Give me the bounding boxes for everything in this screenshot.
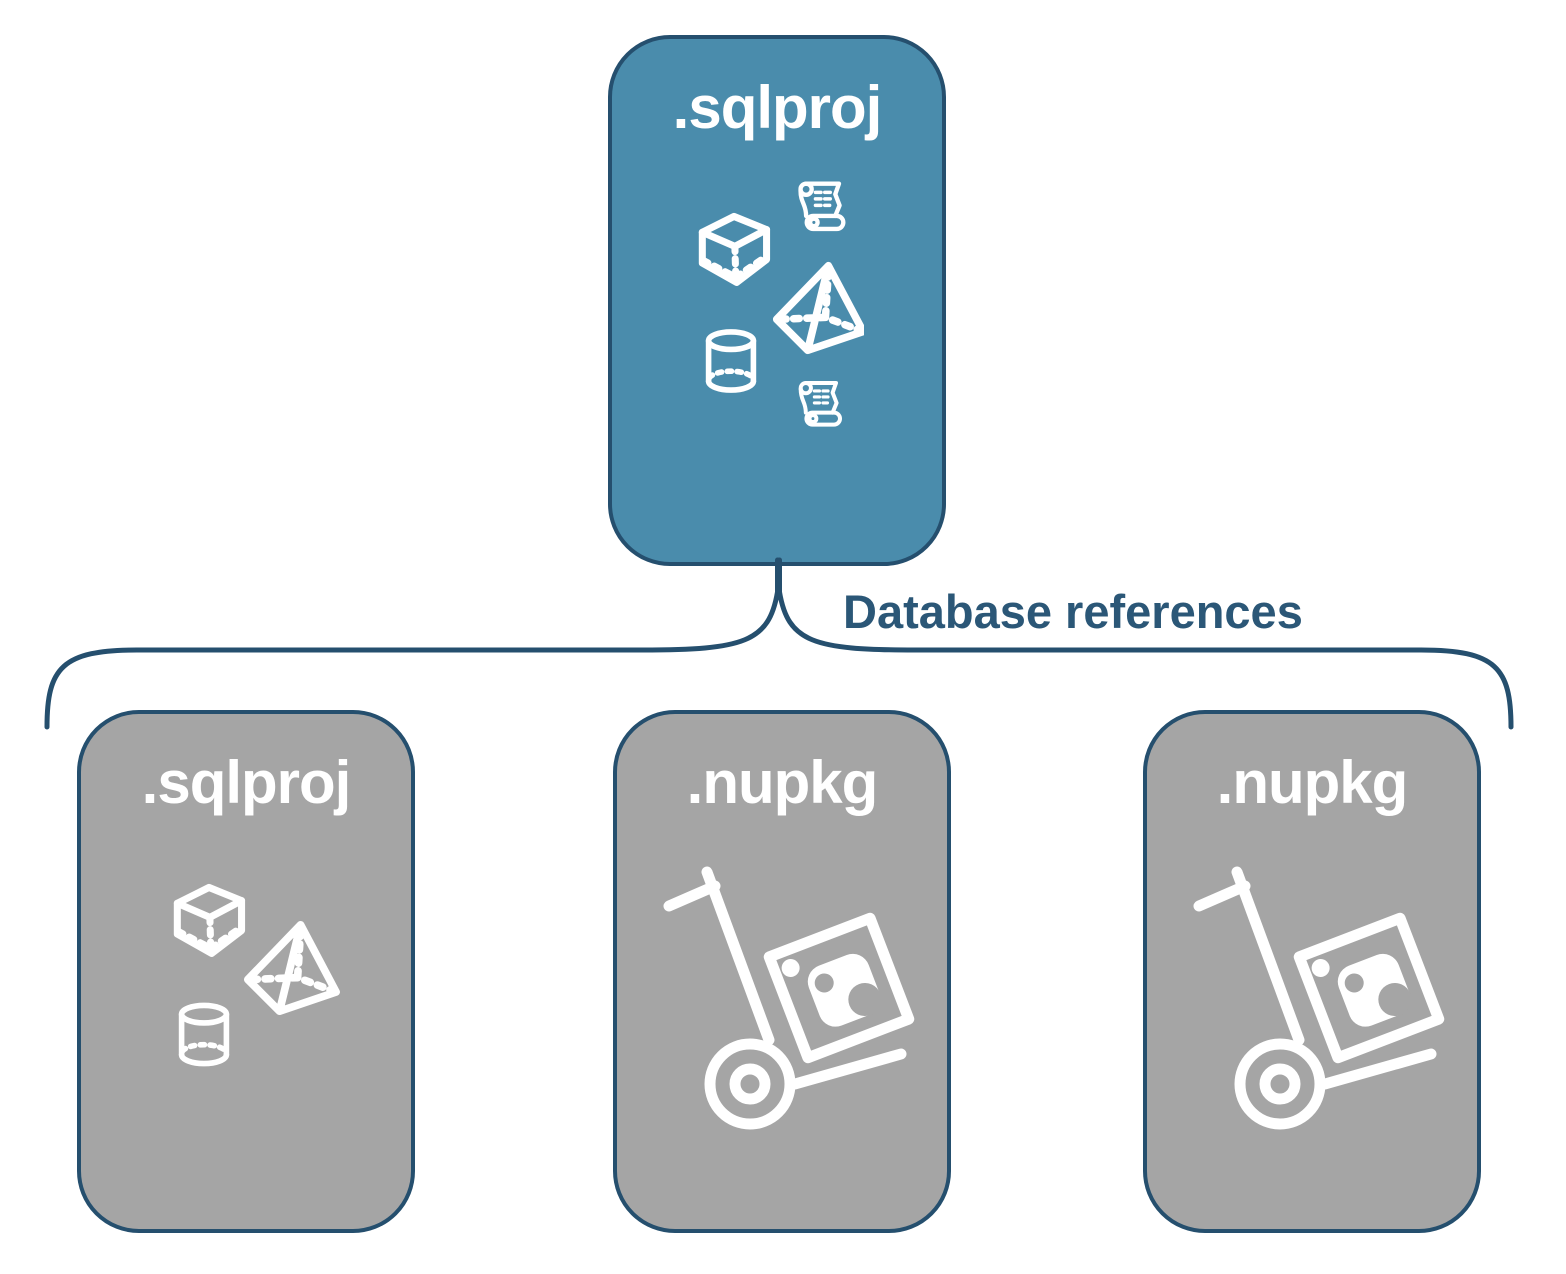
connector-label: Database references: [843, 585, 1303, 638]
nupkg-reference-card: .nupkg: [1143, 710, 1481, 1233]
hand-truck-icon: [669, 872, 909, 1124]
scroll-icon: [801, 184, 844, 229]
pyramid-icon: [248, 925, 336, 1011]
cylinder-icon: [182, 1005, 227, 1063]
sqlproj-shapes-graphic: [684, 167, 864, 427]
sqlproj-reference-card: .sqlproj: [77, 710, 415, 1233]
hand-truck-icon: [1199, 872, 1439, 1124]
top-card-title: .sqlproj: [672, 74, 883, 141]
sqlproj-shapes-graphic: [157, 864, 357, 1089]
brace-connector: [44, 557, 1514, 730]
hand-truck-graphic: [663, 862, 915, 1142]
bottom-card-title: .nupkg: [1216, 749, 1409, 816]
scroll-icon: [798, 380, 843, 427]
sqlproj-top-card: .sqlproj: [608, 35, 946, 566]
nupkg-reference-card: .nupkg: [613, 710, 951, 1233]
pyramid-icon: [777, 266, 863, 351]
hand-truck-graphic: [1193, 862, 1445, 1142]
bottom-card-title: .sqlproj: [141, 749, 352, 816]
brace-right-half: [777, 557, 1514, 730]
cube-icon: [702, 216, 766, 282]
cylinder-icon: [709, 332, 754, 390]
bottom-card-title: .nupkg: [686, 749, 879, 816]
brace-left-half: [44, 557, 780, 730]
cube-icon: [177, 887, 241, 953]
